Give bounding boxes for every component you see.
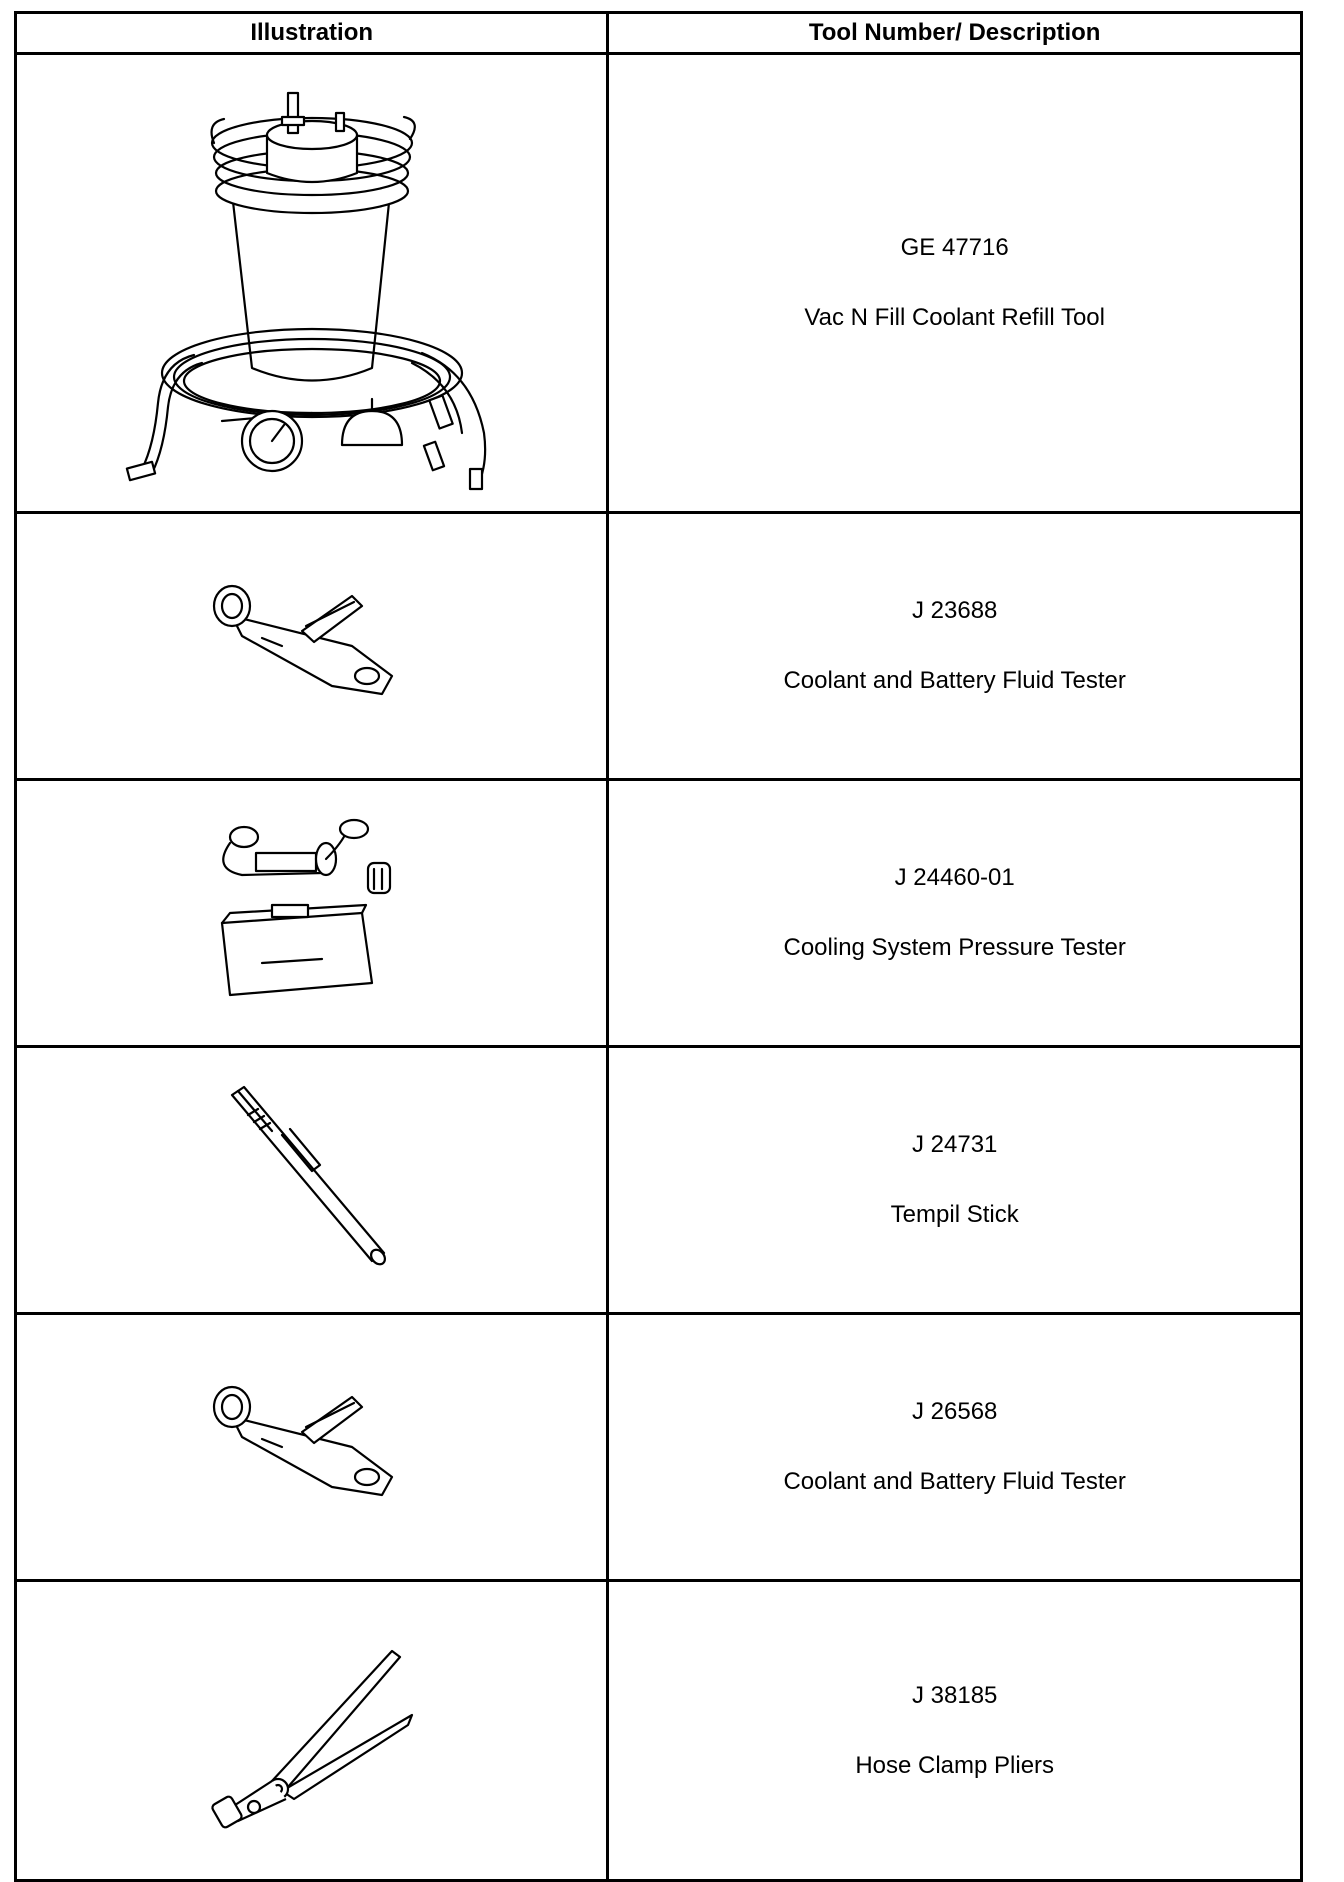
tool-number: J 26568 xyxy=(911,1398,998,1425)
header-row: Illustration Tool Number/ Description xyxy=(13,11,1303,55)
tool-description-cell: J 26568 Coolant and Battery Fluid Tester xyxy=(606,1312,1303,1582)
illustration-cell xyxy=(13,52,610,514)
illustration-cell xyxy=(13,1312,610,1582)
hose-clamp-pliers-icon xyxy=(211,1649,413,1828)
tool-table: Illustration Tool Number/ Description xyxy=(13,11,1303,1882)
table-row: J 38185 Hose Clamp Pliers xyxy=(13,1579,1303,1882)
coolant-refill-bucket-icon xyxy=(125,91,486,491)
tool-number: J 23688 xyxy=(911,597,998,624)
header-illustration: Illustration xyxy=(13,11,610,55)
tool-description-cell: GE 47716 Vac N Fill Coolant Refill Tool xyxy=(606,52,1303,514)
tool-description: Cooling System Pressure Tester xyxy=(783,934,1126,961)
tool-description: Tempil Stick xyxy=(890,1201,1019,1228)
refractometer-icon xyxy=(212,584,393,696)
illustration-cell xyxy=(13,1045,610,1315)
illustration-cell xyxy=(13,778,610,1048)
tempil-stick-icon xyxy=(230,1085,386,1266)
table-row: J 23688 Coolant and Battery Fluid Tester xyxy=(13,511,1303,781)
tool-description-cell: J 24460-01 Cooling System Pressure Teste… xyxy=(606,778,1303,1048)
tool-description: Hose Clamp Pliers xyxy=(855,1751,1055,1779)
tool-description: Coolant and Battery Fluid Tester xyxy=(783,667,1126,694)
tool-number: GE 47716 xyxy=(900,234,1009,261)
table-row: J 24731 Tempil Stick xyxy=(13,1045,1303,1315)
tool-description: Vac N Fill Coolant Refill Tool xyxy=(804,304,1105,331)
tool-description-cell: J 24731 Tempil Stick xyxy=(606,1045,1303,1315)
tool-number: J 38185 xyxy=(911,1681,998,1709)
table-row: J 24460-01 Cooling System Pressure Teste… xyxy=(13,778,1303,1048)
illustration-cell xyxy=(13,1579,610,1882)
tool-description-cell: J 23688 Coolant and Battery Fluid Tester xyxy=(606,511,1303,781)
tool-number: J 24731 xyxy=(911,1131,998,1158)
pressure-tester-kit-icon xyxy=(220,818,391,997)
header-tool-number-description: Tool Number/ Description xyxy=(606,11,1303,55)
illustration-cell xyxy=(13,511,610,781)
tool-description-cell: J 38185 Hose Clamp Pliers xyxy=(606,1579,1303,1882)
refractometer-icon xyxy=(212,1385,393,1497)
tool-number: J 24460-01 xyxy=(894,864,1015,891)
tool-description: Coolant and Battery Fluid Tester xyxy=(783,1468,1126,1495)
table-row: GE 47716 Vac N Fill Coolant Refill Tool xyxy=(13,52,1303,514)
table-row: J 26568 Coolant and Battery Fluid Tester xyxy=(13,1312,1303,1582)
